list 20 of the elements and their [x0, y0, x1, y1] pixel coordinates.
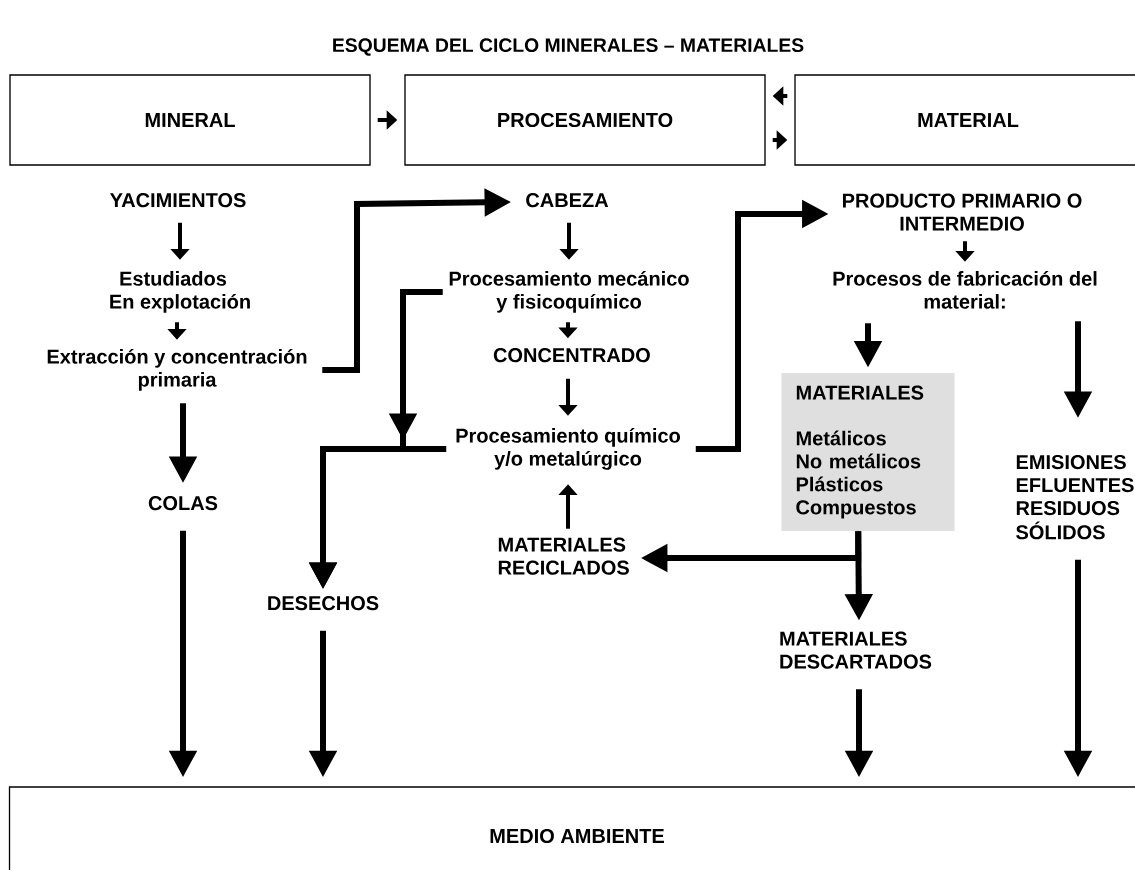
- process-label: PRODUCTO PRIMARIO O INTERMEDIO: [842, 193, 1082, 231]
- process-label: CONCENTRADO: [493, 348, 650, 363]
- materials-box: MATERIALES Metálicos No metálicos Plásticos Compuestos: [781, 373, 955, 531]
- process-label: CABEZA: [526, 193, 609, 208]
- process-label: MATERIALES RECICLADOS: [498, 537, 629, 575]
- process-box: MINERAL: [9, 74, 371, 166]
- title: ESQUEMA DEL CICLO MINERALES – MATERIALES: [333, 38, 804, 56]
- process-label: DESECHOS: [268, 596, 379, 611]
- process-box: MEDIO AMBIENTE: [8, 786, 1135, 870]
- process-label: EMISIONES EFLUENTES RESIDUOS SÓLIDOS: [1016, 455, 1134, 540]
- process-label: Procesamiento mecánico y fisicoquímico: [449, 270, 689, 313]
- process-box: MATERIAL: [794, 74, 1135, 166]
- process-label: YACIMIENTOS: [110, 193, 246, 208]
- process-label: Estudiados En explotación: [110, 271, 250, 313]
- process-label: MATERIALES DESCARTADOS: [780, 631, 932, 669]
- process-label: Extracción y concentración primaria: [47, 348, 307, 391]
- process-label: Procesamiento químico y/o metalúrgico: [456, 427, 680, 470]
- process-label: COLAS: [148, 496, 218, 511]
- process-label: Procesos de fabricación del material:: [833, 270, 1097, 309]
- process-box: PROCESAMIENTO: [404, 74, 766, 166]
